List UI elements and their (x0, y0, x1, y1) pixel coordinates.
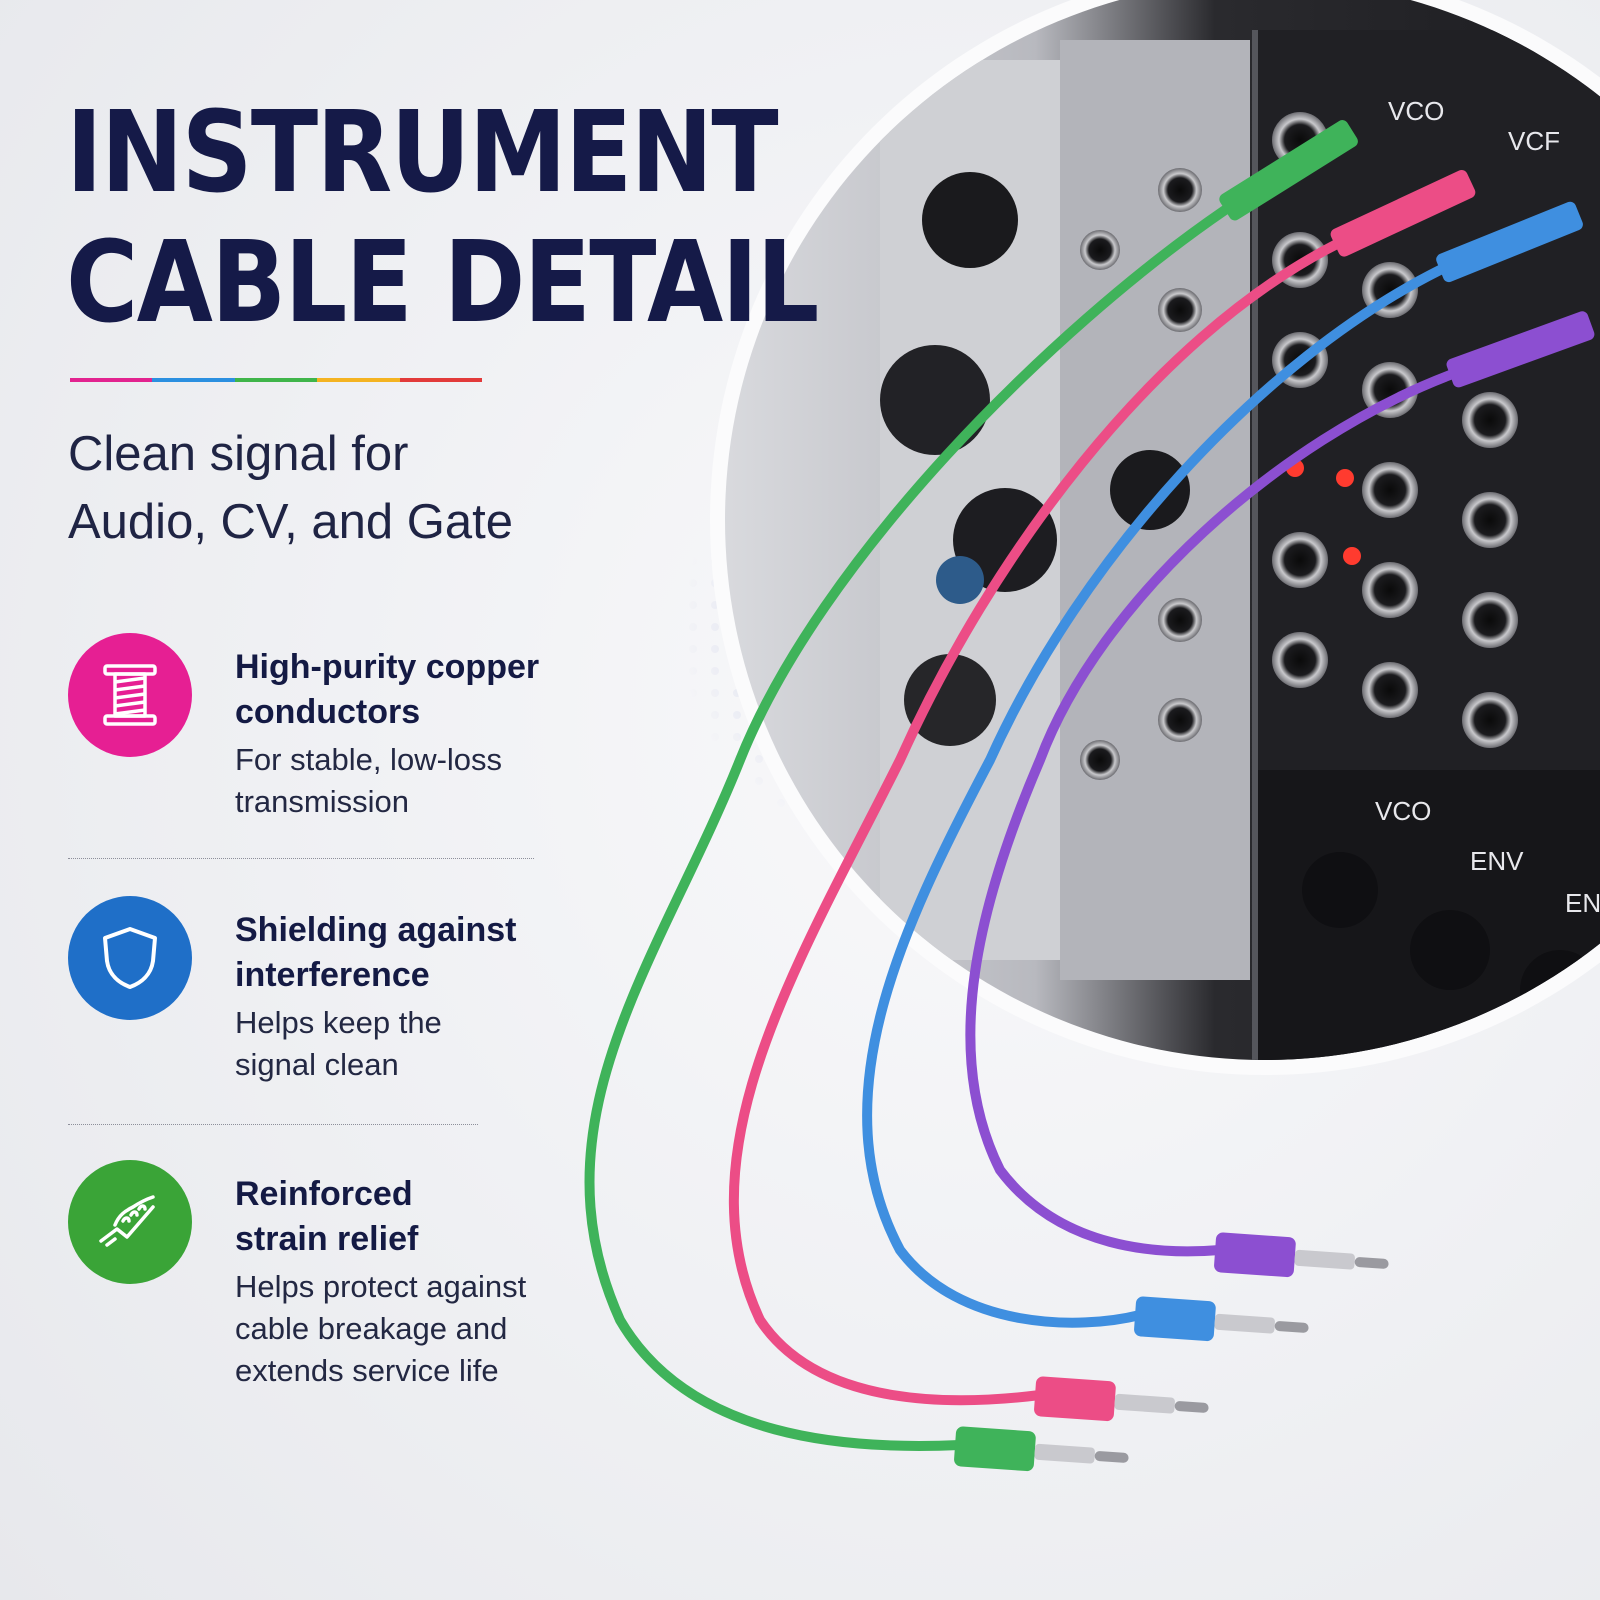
plug-purple-end (1214, 1232, 1389, 1278)
strain-relief-badge (68, 1160, 192, 1284)
color-divider (70, 378, 483, 382)
feature-description-line: Helps protect against (235, 1269, 527, 1304)
leds (1286, 459, 1361, 565)
cable-pink (728, 240, 1340, 1406)
patch-cables (584, 205, 1455, 1451)
panel-label-vcf: VCF (1508, 126, 1560, 156)
title-line-1: INSTRUMENT (66, 88, 779, 218)
panel-label-en: EN (1565, 888, 1600, 918)
feature-heading-line: Reinforced (235, 1175, 413, 1213)
upper-plugs (1219, 120, 1595, 388)
subtitle-line-2: Audio, CV, and Gate (68, 495, 513, 549)
feature-description-line: signal clean (235, 1047, 399, 1082)
feature-heading-line: Shielding against (235, 911, 517, 949)
plug-green-top (1219, 120, 1358, 221)
plug-blue-top (1436, 201, 1583, 283)
page-title: INSTRUMENT CABLE DETAIL (66, 88, 819, 348)
jack-grid (1080, 112, 1518, 780)
shield-icon (103, 927, 157, 989)
feature-heading-line: strain relief (235, 1220, 419, 1258)
panel-label-env: ENV (1470, 846, 1524, 876)
feature-description-line: cable breakage and (235, 1311, 508, 1346)
subtitle-line-1: Clean signal for (68, 427, 409, 481)
shield-badge (68, 896, 192, 1020)
divider-segment (399, 378, 483, 382)
copper-coil-icon (103, 664, 157, 726)
feature-description-line: extends service life (235, 1353, 499, 1388)
feature-heading: Shielding against interference (235, 908, 605, 998)
feature-copper-conductors: High-purity copper conductors For stable… (68, 633, 588, 823)
plug-purple-top (1446, 311, 1595, 388)
title-line-2: CABLE DETAIL (66, 218, 819, 348)
feature-description-line: For stable, low-loss (235, 742, 503, 777)
plug-blue-end (1134, 1296, 1309, 1342)
feature-heading-line: High-purity copper (235, 648, 540, 686)
strain-relief-icon (99, 1195, 155, 1247)
feature-heading-line: interference (235, 956, 430, 994)
feature-shielding: Shielding against interference Helps kee… (68, 896, 588, 1086)
plug-pink-end (1034, 1376, 1209, 1422)
feature-description-line: Helps keep the (235, 1005, 442, 1040)
divider-segment (152, 378, 235, 382)
feature-separator (68, 858, 534, 859)
subtitle: Clean signal for Audio, CV, and Gate (68, 420, 513, 556)
feature-separator (68, 1124, 478, 1125)
panel-label-vco-top: VCO (1388, 96, 1444, 126)
panel-labels: VCO VCF VCO ENV EN (1375, 96, 1600, 918)
cable-blue (862, 265, 1445, 1328)
cable-green (584, 205, 1230, 1451)
divider-segment (317, 378, 400, 382)
plug-green-end (954, 1426, 1129, 1472)
divider-segment (234, 378, 318, 382)
feature-heading-line: conductors (235, 693, 421, 731)
feature-description-line: transmission (235, 784, 409, 819)
feature-description: Helps keep the signal clean (235, 1002, 605, 1086)
panel-label-vco-bottom: VCO (1375, 796, 1431, 826)
feature-description: For stable, low-loss transmission (235, 739, 605, 823)
cable-purple (965, 370, 1455, 1257)
feature-heading: High-purity copper conductors (235, 645, 605, 735)
feature-strain-relief: Reinforced strain relief Helps protect a… (68, 1160, 588, 1400)
lower-plugs (954, 1232, 1389, 1472)
divider-segment (70, 378, 153, 382)
plug-pink-top (1330, 169, 1476, 257)
copper-badge (68, 633, 192, 757)
feature-heading: Reinforced strain relief (235, 1172, 605, 1262)
modular-rack: VCO VCF VCO ENV EN (725, 0, 1600, 1060)
feature-description: Helps protect against cable breakage and… (235, 1266, 605, 1392)
